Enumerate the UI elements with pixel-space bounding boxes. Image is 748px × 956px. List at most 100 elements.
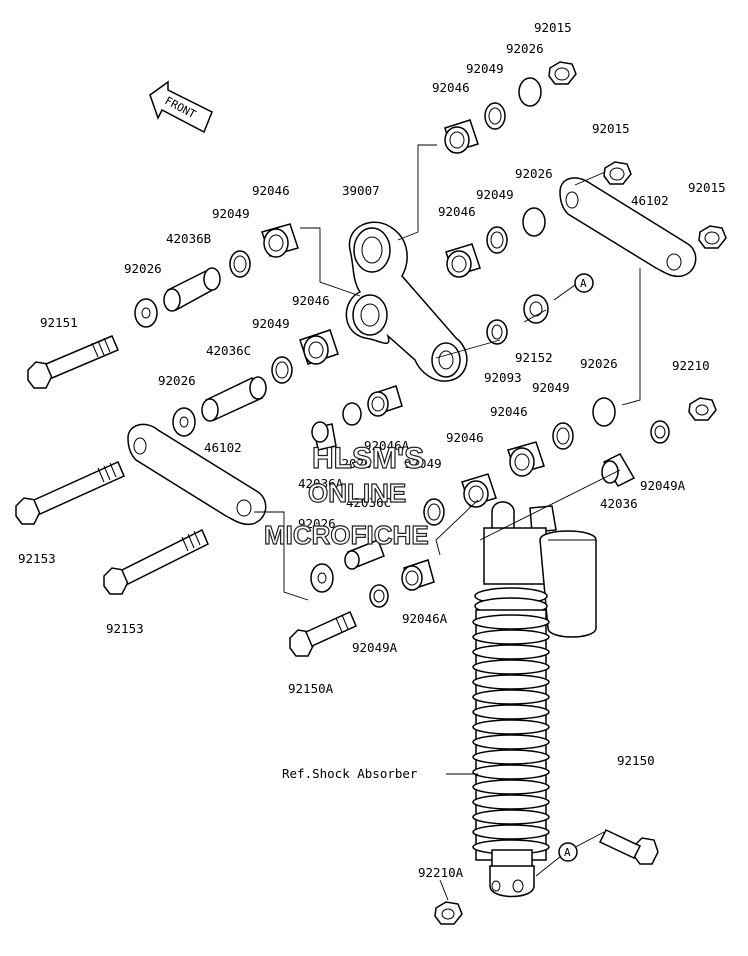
part-label: 42036B (166, 231, 211, 246)
washer-92026-center (342, 402, 362, 426)
collar-42036C-lower (344, 539, 385, 570)
part-label: 92046 (252, 183, 290, 198)
ref-marker-a-bottom: A (558, 842, 578, 862)
tie-rod-46102-left (127, 423, 267, 526)
part-label: 92046A (364, 438, 410, 453)
washer-92026-right (592, 397, 616, 427)
part-label: 46102 (631, 193, 669, 208)
part-label: 92049A (640, 478, 686, 493)
part-label: 92026 (580, 356, 618, 371)
bolt-92150A (289, 611, 357, 657)
part-label: 92093 (484, 370, 522, 385)
washer-92026-top (518, 77, 542, 107)
part-label: 92046 (490, 404, 528, 419)
spring-coil (472, 644, 550, 660)
svg-text:A: A (564, 846, 571, 859)
svg-text:A: A (580, 277, 587, 290)
svg-text:HLSM'S: HLSM'S (312, 442, 424, 475)
part-label: 92151 (40, 315, 78, 330)
seal-92049-mid (486, 226, 508, 254)
bearing-92046-mid (445, 243, 481, 278)
shock-absorber (472, 501, 597, 898)
part-label: 92152 (515, 350, 553, 365)
front-arrow-icon: FRONT (149, 80, 213, 134)
part-label: 92046 (292, 293, 330, 308)
nut-92015-top (548, 61, 577, 85)
bearing-92046-upper-left (261, 223, 299, 258)
part-label: 92015 (534, 20, 572, 35)
bolt-92153-upper (15, 461, 125, 525)
spring-coil (472, 689, 550, 705)
part-label: 92049A (352, 640, 398, 655)
part-label: 92049 (252, 316, 290, 331)
part-label: 92026 (158, 373, 196, 388)
part-label: 92046 (432, 80, 470, 95)
svg-text:ONLINE: ONLINE (308, 478, 406, 508)
spring-coil (472, 779, 550, 795)
washer-92026-mid (522, 207, 546, 237)
part-label: 42036C (206, 343, 251, 358)
nut-92210 (688, 397, 717, 421)
part-label: 92026 (506, 41, 544, 56)
nut-92015-right (698, 225, 727, 249)
spring-coil (472, 824, 550, 840)
bearing-92046A-lower (401, 559, 435, 591)
washer-92026-mid-left (172, 407, 196, 437)
spring-coil (472, 674, 550, 690)
part-label: 92015 (592, 121, 630, 136)
nut-92015-mid (603, 161, 632, 185)
part-label: 92210A (418, 865, 464, 880)
leader-lines (254, 144, 641, 901)
part-label: 42036 (600, 496, 638, 511)
part-label: 92046 (446, 430, 484, 445)
spring-coil (472, 704, 550, 720)
collar-42036A (311, 421, 337, 451)
ref-marker-a-top: A (574, 273, 594, 293)
spring-coil (472, 629, 550, 645)
part-label: 92015 (688, 180, 726, 195)
seal-92049-lower-mid (423, 498, 445, 526)
seal-92049A-right (650, 420, 670, 444)
seal-92049-upper-left (229, 250, 251, 278)
rocker-arm-39007 (345, 221, 468, 382)
part-label: 92049 (532, 380, 570, 395)
part-label: 46102 (204, 440, 242, 455)
part-label: 92153 (106, 621, 144, 636)
part-label: 92049 (466, 61, 504, 76)
seal-92049-right (552, 422, 574, 450)
bearing-92046A-upper (367, 385, 403, 417)
part-label: 92026 (124, 261, 162, 276)
spring-coil (472, 719, 550, 735)
part-label: 92046A (402, 611, 448, 626)
spring-coil (472, 764, 550, 780)
watermark: HLSM'S ONLINE MICROFICHE (263, 441, 429, 550)
bolt-92153-lower (103, 528, 209, 595)
part-label: 92026 (298, 516, 336, 531)
part-label: 42036C (346, 495, 391, 510)
collar-42036B (163, 267, 221, 312)
part-label: 39007 (342, 183, 380, 198)
spring-coil (472, 794, 550, 810)
part-label: 92049 (476, 187, 514, 202)
bolt-92151 (27, 335, 119, 389)
part-label: 92026 (334, 456, 372, 471)
ref-label: Ref.Shock Absorber (282, 766, 418, 781)
seal-92049-top (484, 102, 506, 130)
spring-coil (472, 659, 550, 675)
collar-92152 (523, 294, 549, 324)
spring-coil (472, 809, 550, 825)
seal-92049A-lower (369, 584, 389, 608)
nut-92210A (434, 901, 463, 925)
spring-coil (472, 614, 550, 630)
part-label: 92049 (212, 206, 250, 221)
part-label: 92150A (288, 681, 334, 696)
spring-coil (472, 749, 550, 765)
part-labels: 92015 92026 92049 92046 92015 92026 9204… (18, 20, 726, 880)
seal-92049-mid-left (271, 356, 293, 384)
bearing-92046-top (444, 119, 479, 154)
part-label: 92049 (404, 456, 442, 471)
part-label: 92210 (672, 358, 710, 373)
bearing-92046-right (507, 441, 545, 477)
part-label: 92026 (515, 166, 553, 181)
